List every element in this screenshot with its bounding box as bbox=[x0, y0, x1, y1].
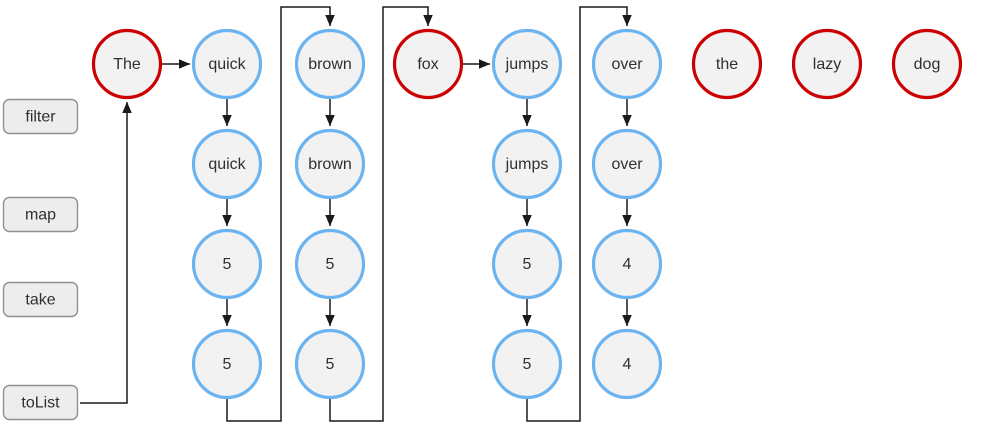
node-quick-4-circle bbox=[191, 328, 263, 400]
node-jumps-1-circle bbox=[491, 28, 563, 100]
node-over-2-circle bbox=[591, 128, 663, 200]
node-brown-1-circle bbox=[294, 28, 366, 100]
node-over-3[interactable]: 4 bbox=[591, 228, 663, 300]
op-box-tolist[interactable]: toList bbox=[2, 384, 79, 421]
edge-brown-to-fox bbox=[329, 6, 433, 422]
node-quick-4[interactable]: 5 bbox=[191, 328, 263, 400]
op-box-tolist-rect bbox=[2, 384, 79, 421]
node-jumps-2-circle bbox=[491, 128, 563, 200]
node-lazy-circle bbox=[791, 28, 863, 100]
op-box-map[interactable]: map bbox=[2, 196, 79, 233]
routing-edges bbox=[80, 6, 632, 422]
op-box-filter[interactable]: filter bbox=[2, 98, 79, 135]
node-jumps-3-circle bbox=[491, 228, 563, 300]
node-over-2[interactable]: over bbox=[591, 128, 663, 200]
edge-jumps-to-over bbox=[526, 6, 632, 422]
node-dog[interactable]: dog bbox=[891, 28, 963, 100]
operations-rail: filter map take toList bbox=[2, 98, 79, 421]
op-box-take-rect bbox=[2, 281, 79, 318]
node-lazy[interactable]: lazy bbox=[791, 28, 863, 100]
node-jumps-1[interactable]: jumps bbox=[491, 28, 563, 100]
node-jumps-4-circle bbox=[491, 328, 563, 400]
op-box-filter-rect bbox=[2, 98, 79, 135]
node-over-3-circle bbox=[591, 228, 663, 300]
node-quick-1-circle bbox=[191, 28, 263, 100]
node-jumps-4[interactable]: 5 bbox=[491, 328, 563, 400]
node-jumps-3[interactable]: 5 bbox=[491, 228, 563, 300]
edge-tolist-to-the bbox=[80, 101, 132, 404]
node-fox-circle bbox=[392, 28, 464, 100]
node-quick-2-circle bbox=[191, 128, 263, 200]
node-over-1-circle bbox=[591, 28, 663, 100]
node-brown-4[interactable]: 5 bbox=[294, 328, 366, 400]
node-the-circle bbox=[91, 28, 163, 100]
column-edges bbox=[162, 59, 632, 327]
node-fox[interactable]: fox bbox=[392, 28, 464, 100]
node-the2[interactable]: the bbox=[691, 28, 763, 100]
op-box-take[interactable]: take bbox=[2, 281, 79, 318]
node-the2-circle bbox=[691, 28, 763, 100]
node-the[interactable]: The bbox=[91, 28, 163, 100]
node-brown-2[interactable]: brown bbox=[294, 128, 366, 200]
node-brown-4-circle bbox=[294, 328, 366, 400]
node-jumps-2[interactable]: jumps bbox=[491, 128, 563, 200]
node-over-4[interactable]: 4 bbox=[591, 328, 663, 400]
node-quick-1[interactable]: quick bbox=[191, 28, 263, 100]
op-box-map-rect bbox=[2, 196, 79, 233]
edge-quick-to-brown bbox=[226, 6, 335, 422]
node-quick-2[interactable]: quick bbox=[191, 128, 263, 200]
node-quick-3[interactable]: 5 bbox=[191, 228, 263, 300]
node-dog-circle bbox=[891, 28, 963, 100]
node-brown-1[interactable]: brown bbox=[294, 28, 366, 100]
node-brown-3[interactable]: 5 bbox=[294, 228, 366, 300]
node-quick-3-circle bbox=[191, 228, 263, 300]
node-brown-2-circle bbox=[294, 128, 366, 200]
node-over-1[interactable]: over bbox=[591, 28, 663, 100]
node-over-4-circle bbox=[591, 328, 663, 400]
node-brown-3-circle bbox=[294, 228, 366, 300]
